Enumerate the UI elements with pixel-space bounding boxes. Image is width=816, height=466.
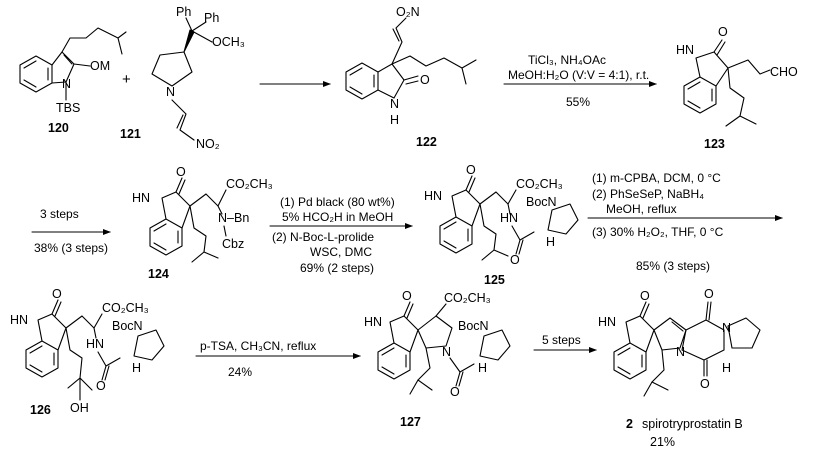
nh-label: HN <box>676 43 694 57</box>
compound-number: 123 <box>704 137 725 151</box>
reagent-text: p-TSA, CH₃CN, reflux <box>200 339 316 353</box>
amine-label: N–Bn <box>218 211 249 225</box>
ester-label: CO₂CH₃ <box>444 291 491 305</box>
nh-label: HN <box>86 337 104 351</box>
pyrrolidine-ring <box>547 203 579 235</box>
compound-120: N OM TBS 120 <box>19 27 127 135</box>
nitro-label: NO₂ <box>196 137 220 151</box>
compound-name: spirotryprostatin B <box>642 417 743 431</box>
compound-number: 126 <box>30 403 51 417</box>
nh-label: HN <box>10 313 28 327</box>
ester-label: CO₂CH₃ <box>102 301 149 315</box>
tbs-label: TBS <box>56 101 80 115</box>
amide-oxygen: O <box>450 385 460 399</box>
nh-label: HN <box>500 211 518 225</box>
carbonyl-oxygen: O <box>52 287 62 301</box>
compound-number: 125 <box>484 273 505 287</box>
pyrrolidine-ring <box>727 317 761 349</box>
reagent-text: (2) N-Boc-L-prolide <box>272 230 374 244</box>
carbonyl-oxygen: O <box>402 289 412 303</box>
pyrrolidine-ring <box>479 329 511 361</box>
hydrogen-label: H <box>478 361 487 375</box>
yield-text: 69% (2 steps) <box>300 261 374 275</box>
nh-label: HN <box>424 189 442 203</box>
reagent-text: TiCl₃, NH₄OAc <box>528 53 606 67</box>
reagent-text: 5% HCO₂H in MeOH <box>282 210 393 224</box>
yield-text: 85% (3 steps) <box>636 259 710 273</box>
nitro-label: O₂N <box>396 5 420 19</box>
reagent-text: (2) PhSeSeP, NaBH₄ <box>592 187 704 201</box>
ester-label: CO₂CH₃ <box>516 177 563 191</box>
hydrogen-label: H <box>132 361 141 375</box>
carbonyl-oxygen: O <box>640 289 650 303</box>
compound-121: Ph Ph OCH₃ N NO₂ 121 <box>120 5 245 151</box>
reagent-text: (1) m-CPBA, DCM, 0 °C <box>592 171 721 185</box>
compound-123: O HN CHO 123 <box>676 25 798 151</box>
nitrogen-label: N <box>166 85 175 99</box>
compound-number: 121 <box>120 127 141 141</box>
yield-text: 21% <box>650 435 675 449</box>
compound-number: 2 <box>626 417 633 431</box>
aldehyde-label: CHO <box>770 65 798 79</box>
hydrogen-label: H <box>722 361 731 375</box>
reagent-text: (1) Pd black (80 wt%) <box>280 195 395 209</box>
compound-127: O HN CO₂CH₃ N O BocN H 127 <box>364 289 511 429</box>
reagent-text: WSC, DMC <box>310 245 372 259</box>
carbonyl-oxygen: O <box>718 25 728 39</box>
compound-125: O HN CO₂CH₃ HN O BocN H 125 <box>424 163 579 287</box>
compound-2: O HN O O N N H 2 spirotryprostatin B 21% <box>598 287 761 449</box>
boc-label: BocN <box>458 319 489 333</box>
compound-126: O HN CO₂CH₃ HN O BocN H OH 126 <box>10 287 165 417</box>
carbonyl-oxygen: O <box>700 377 710 391</box>
reagent-text: MeOH, reflux <box>606 202 677 216</box>
hydrogen-label: H <box>546 235 555 249</box>
compound-number: 127 <box>400 415 421 429</box>
nh-label: HN <box>364 315 382 329</box>
yield-text: 38% (3 steps) <box>34 241 108 255</box>
nitrogen-label: N <box>722 321 731 335</box>
nitrogen-label: N <box>390 97 399 111</box>
reagent-text: MeOH:H₂O (V:V = 4:1), r.t. <box>508 68 649 82</box>
om-label: OM <box>90 59 110 73</box>
compound-122: O N H O₂N 122 <box>345 5 477 149</box>
compound-number: 124 <box>148 267 169 281</box>
nh-label: HN <box>132 191 150 205</box>
hydrogen-label: H <box>390 113 399 127</box>
diketopiperazine-ring <box>681 319 725 361</box>
ester-label: CO₂CH₃ <box>226 177 273 191</box>
yield-text: 55% <box>566 95 590 109</box>
compound-124: O HN CO₂CH₃ N–Bn Cbz 124 <box>132 165 273 281</box>
boc-label: BocN <box>526 195 557 209</box>
phenyl-label: Ph <box>176 5 191 19</box>
nitrogen-label: N <box>442 345 451 359</box>
carbonyl-oxygen: O <box>704 287 714 301</box>
carbonyl-oxygen: O <box>420 73 430 87</box>
amide-oxygen: O <box>510 253 520 267</box>
yield-text: 24% <box>228 365 252 379</box>
compound-number: 120 <box>48 121 69 135</box>
reagent-text: 5 steps <box>542 333 581 347</box>
amide-oxygen: O <box>96 379 106 393</box>
pyrrolidine-ring <box>151 51 193 87</box>
pyrroline-ring <box>653 317 687 351</box>
reagent-text: 3 steps <box>40 207 79 221</box>
cbz-label: Cbz <box>222 237 244 251</box>
compound-number: 122 <box>416 135 437 149</box>
carbonyl-oxygen: O <box>176 165 186 179</box>
boc-label: BocN <box>112 319 143 333</box>
nitrogen-label: N <box>676 345 685 359</box>
hydroxyl-label: OH <box>70 401 89 415</box>
nh-label: HN <box>598 315 616 329</box>
nitrogen-label: N <box>62 77 71 91</box>
reagent-text: (3) 30% H₂O₂, THF, 0 °C <box>592 225 724 239</box>
pyrrolidine-ring <box>133 329 165 361</box>
methoxy-label: OCH₃ <box>212 35 245 49</box>
phenyl-label: Ph <box>204 11 219 25</box>
carbonyl-oxygen: O <box>466 163 476 177</box>
pyrrolidine-ring <box>417 315 453 349</box>
plus-sign: + <box>122 71 131 88</box>
